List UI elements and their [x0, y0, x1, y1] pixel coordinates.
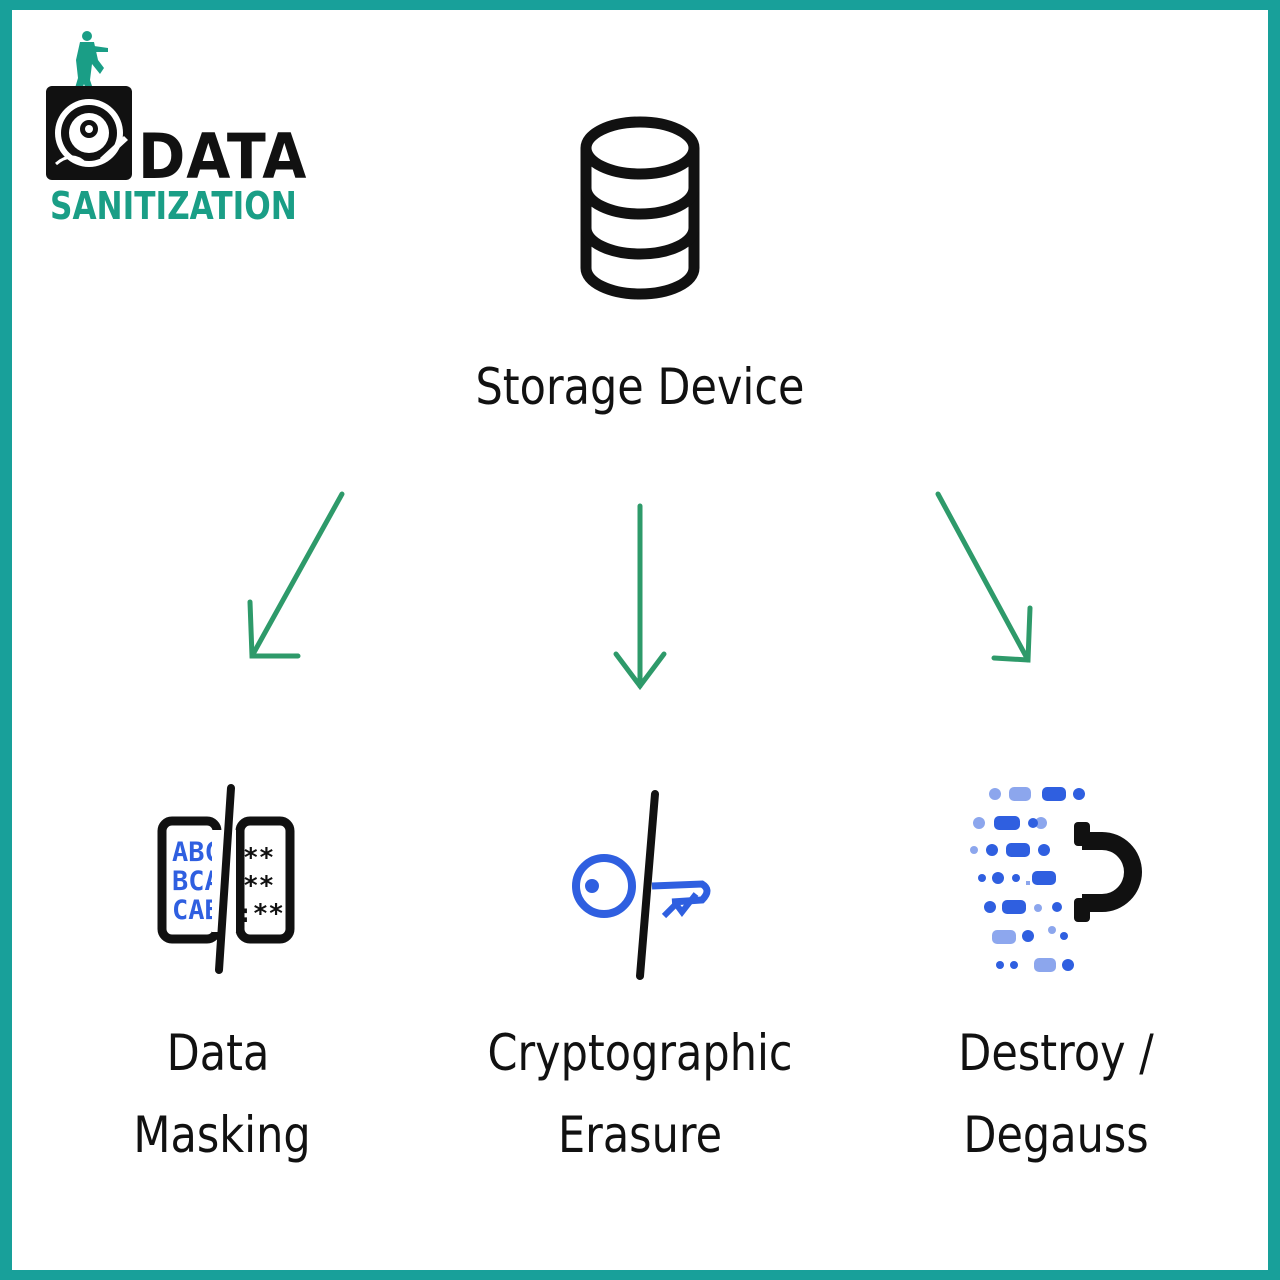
destroy-degauss-label-line2: Degauss [963, 1106, 1149, 1164]
arrow-to-cryptographic-erasure [613, 503, 667, 691]
svg-text::**: :** [237, 899, 284, 929]
arrow-to-destroy-degauss [935, 491, 1033, 663]
cryptographic-erasure-label-line2: Erasure [557, 1106, 723, 1164]
database-icon [580, 116, 700, 300]
data-masking-icon: ABC BCA CAB ** ** :** [157, 784, 295, 974]
storage-device-label: Storage Device [475, 358, 805, 416]
cryptographic-erasure-label-line1: Cryptographic [487, 1024, 793, 1082]
diagram-graphics: ABC BCA CAB ** ** :** [157, 116, 1142, 980]
svg-text:**: ** [243, 843, 274, 873]
arrows [247, 491, 1033, 691]
arrow-to-data-masking [247, 491, 345, 659]
data-masking-label-line1: Data [166, 1024, 270, 1082]
data-masking-label-line2: Masking [133, 1106, 311, 1164]
crypto-key-icon [572, 790, 711, 980]
logo-subtitle: SANITIZATION [50, 184, 297, 228]
svg-text:**: ** [243, 871, 274, 901]
destroy-degauss-label-line1: Destroy / [958, 1024, 1154, 1082]
diagram-canvas: DATA SANITIZATION [12, 10, 1268, 1270]
logo-title: DATA [138, 120, 308, 193]
magnet-degauss-icon [970, 787, 1142, 972]
logo-emblem-icon [46, 31, 132, 180]
